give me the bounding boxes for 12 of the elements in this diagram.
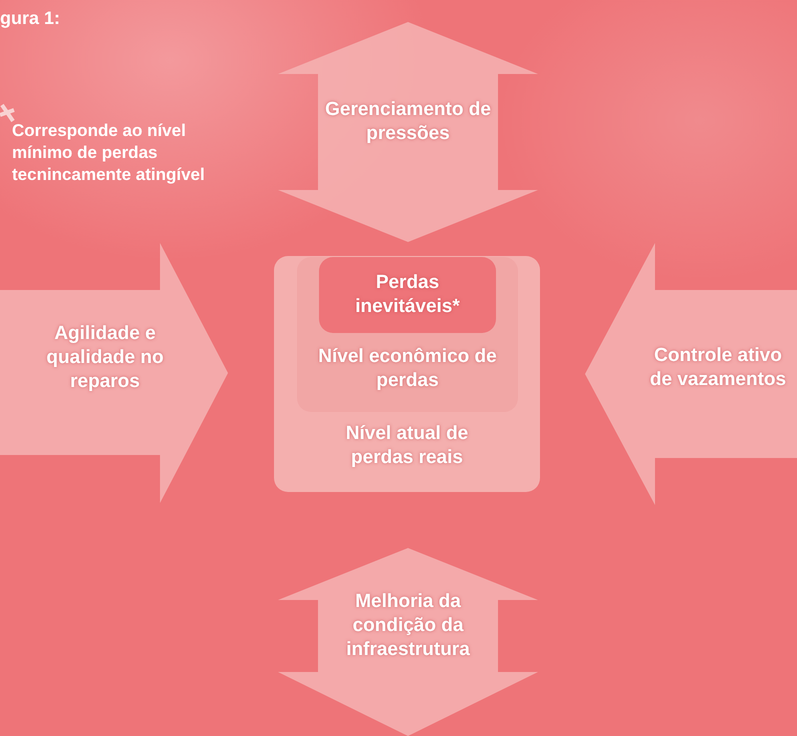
rounded-box <box>319 257 496 333</box>
arrow-label: Agilidade e qualidade no reparos <box>45 322 165 394</box>
box-label: Perdas inevitáveis* <box>354 271 461 319</box>
footnote: Corresponde ao nível mínimo de perdas tecnincamente atingível <box>12 120 206 186</box>
rounded-box <box>274 256 540 492</box>
rounded-box <box>297 257 518 412</box>
arrow-label: Melhoria da condição da infraestrutura <box>345 590 471 662</box>
arrow-label: Gerenciamento de pressões <box>324 98 492 146</box>
box-label: Nível atual de perdas reais <box>344 422 470 470</box>
figure-title: gura 1: <box>0 8 60 29</box>
box-label: Nível econômico de perdas <box>317 345 498 393</box>
arrow-label: Controle ativo de vazamentos <box>648 344 788 392</box>
